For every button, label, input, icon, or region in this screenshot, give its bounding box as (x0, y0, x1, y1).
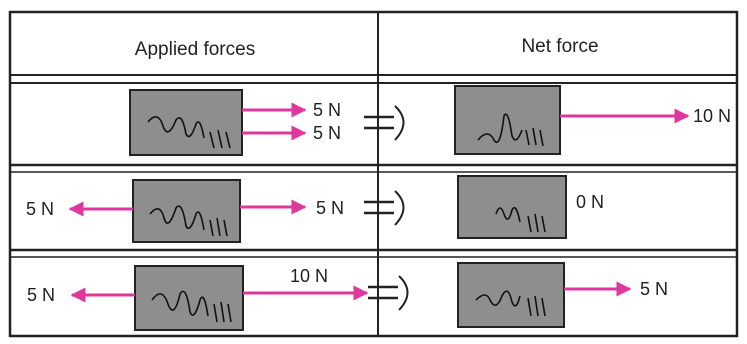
block (132, 179, 241, 243)
row-1: 5 N 5 N 10 N (129, 85, 731, 156)
net-force-label: 0 N (576, 192, 604, 212)
row-2: 5 N 5 N 0 N (26, 175, 604, 243)
force-label-right: 10 N (290, 266, 328, 286)
block (457, 262, 565, 328)
block (134, 265, 244, 331)
block (457, 175, 567, 239)
force-label-left: 5 N (26, 199, 54, 219)
header-net-force: Net force (521, 36, 598, 57)
block-scribble (149, 205, 228, 237)
block-scribble (151, 290, 232, 323)
force-label: 5 N (313, 100, 341, 120)
table-frame (8, 10, 739, 338)
block-scribble (477, 113, 544, 147)
block-scribble (495, 206, 546, 233)
block-scribble (475, 290, 546, 317)
force-label: 5 N (313, 123, 341, 143)
net-force-label: 10 N (693, 106, 731, 126)
implies-arrowhead (394, 190, 405, 226)
header-applied-forces: Applied forces (135, 39, 255, 60)
block (454, 85, 561, 155)
block-scribble (147, 116, 231, 149)
force-label-left: 5 N (27, 285, 55, 305)
block (129, 89, 243, 156)
force-label-right: 5 N (316, 198, 344, 218)
implies-arrowhead (398, 275, 409, 311)
net-force-label: 5 N (640, 279, 668, 299)
row-3: 5 N 10 N 5 N (27, 262, 668, 331)
implies-arrowhead (394, 105, 405, 141)
